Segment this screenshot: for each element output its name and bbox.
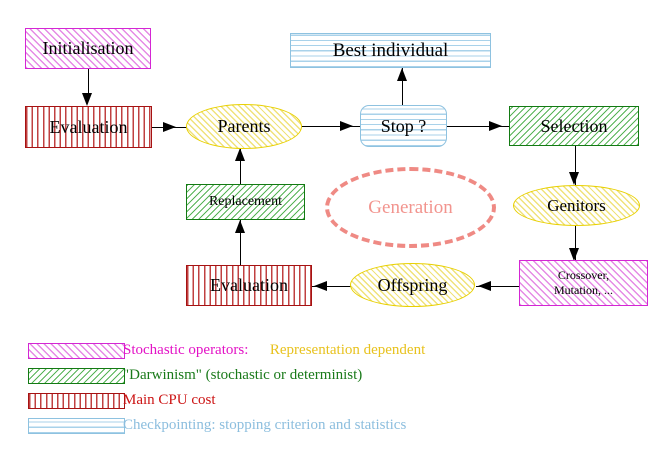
node-evaluation-top[interactable]: Evaluation [25, 106, 152, 148]
legend-swatch-red-vertical-lines [28, 392, 125, 409]
node-generation-label: Generation [368, 196, 453, 218]
node-crossover-mutation-label: Crossover, Mutation, ... [554, 268, 613, 297]
legend-row-darwinism: "Darwinism" (stochastic or determinist) [0, 363, 662, 388]
node-selection-label: Selection [540, 115, 608, 136]
node-parents-label: Parents [217, 116, 271, 137]
node-crossover-mutation[interactable]: Crossover, Mutation, ... [519, 260, 648, 306]
node-generation: Generation [325, 167, 496, 248]
node-parents[interactable]: Parents [186, 104, 302, 149]
edge-crossover-to-offspring-arrowhead [478, 281, 491, 291]
edge-replacement-to-parents-arrowhead [235, 148, 245, 161]
node-selection[interactable]: Selection [509, 106, 639, 146]
edge-parents-to-stop [300, 126, 361, 127]
node-offspring[interactable]: Offspring [350, 263, 475, 307]
edge-evaluation-to-parents-arrowhead [163, 122, 176, 132]
node-evaluation-top-label: Evaluation [49, 116, 128, 137]
node-initialisation-label: Initialisation [42, 38, 134, 59]
legend-row-checkpointing: Checkpointing: stopping criterion and st… [0, 413, 662, 438]
node-replacement[interactable]: Replacement [186, 184, 305, 220]
legend-label-checkpointing: Checkpointing: stopping criterion and st… [123, 417, 407, 433]
edge-stop-to-best-arrowhead [397, 68, 407, 81]
legend-label-representation-dependent: Representation dependent [269, 342, 426, 358]
edge-initialisation-to-evaluation [88, 69, 89, 99]
edge-selection-to-genitors [575, 146, 576, 185]
legend-swatch-blue-horizontal-lines [28, 417, 125, 434]
edge-stop-to-selection-arrowhead [489, 121, 502, 131]
legend-row-stochastic-operators: Stochastic operators: Representation dep… [0, 338, 662, 363]
edge-replacement-to-parents [240, 148, 241, 185]
legend-row-main-cpu-cost: Main CPU cost [0, 388, 662, 413]
legend-swatch-green-diagonal-hatch [28, 367, 125, 384]
legend-label-darwinism: "Darwinism" (stochastic or determinist) [123, 367, 363, 383]
node-initialisation[interactable]: Initialisation [25, 28, 151, 69]
edge-parents-to-stop-arrowhead [340, 121, 353, 131]
edge-offspring-to-evaluation [312, 286, 352, 287]
legend-swatch-magenta-diagonal-hatch [28, 342, 125, 359]
node-offspring-label: Offspring [377, 274, 448, 295]
edge-stop-to-best [402, 68, 403, 106]
node-genitors-label: Genitors [547, 195, 606, 215]
edge-genitors-to-crossover [575, 226, 576, 261]
legend-label-main-cpu-cost: Main CPU cost [123, 392, 216, 408]
legend-label-stochastic-operators: Stochastic operators: [123, 342, 249, 358]
node-stop-label: Stop ? [380, 115, 427, 136]
edge-offspring-to-evaluation-arrowhead [314, 281, 327, 291]
edge-initialisation-to-evaluation-arrowhead [82, 93, 92, 106]
node-genitors[interactable]: Genitors [513, 185, 640, 226]
edge-crossover-to-offspring [476, 286, 520, 287]
node-replacement-label: Replacement [208, 193, 283, 209]
edge-selection-to-genitors-arrowhead [569, 172, 579, 185]
edge-evaluation-to-replacement [240, 220, 241, 266]
node-evaluation-bottom-label: Evaluation [210, 275, 288, 296]
node-evaluation-bottom[interactable]: Evaluation [186, 265, 312, 306]
legend: Stochastic operators: Representation dep… [0, 338, 662, 438]
node-best-individual-label: Best individual [332, 39, 449, 61]
edge-evaluation-to-replacement-arrowhead [235, 220, 245, 233]
edge-stop-to-selection [447, 126, 509, 127]
node-best-individual[interactable]: Best individual [290, 33, 491, 68]
node-stop[interactable]: Stop ? [360, 105, 447, 147]
edge-genitors-to-crossover-arrowhead [569, 248, 579, 261]
legend-text-stochastic-operators: Stochastic operators: Representation dep… [123, 342, 425, 359]
